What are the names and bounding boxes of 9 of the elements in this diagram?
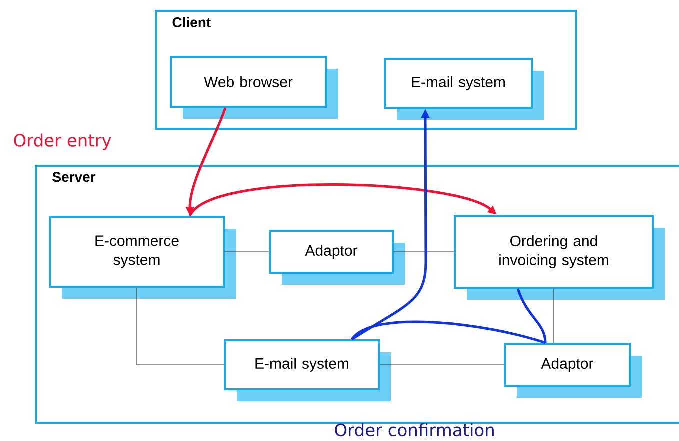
component-box: Web browser [170,56,338,119]
component-box: E-commerce system [49,216,236,299]
component-box: Ordering and invoicing system [454,215,665,300]
flow-label: Order confirmation [335,423,494,437]
component-box: E-mail system [224,340,391,402]
component-box: Adaptor [269,230,405,285]
component-box: E-mail system [384,58,544,120]
component-box: Adaptor [504,343,642,398]
flow-label: Order entry [14,134,112,150]
